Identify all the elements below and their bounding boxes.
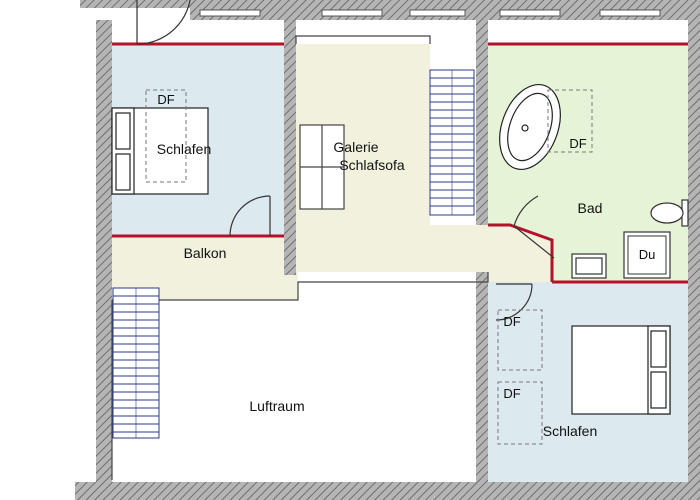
room-label-gallery-2: Schlafsofa [339,157,405,173]
door-bedroom-left-icon [229,195,271,237]
svg-text:DF: DF [503,314,520,329]
skylight-bedroom-left: DF [145,89,187,183]
skylight-bathroom: DF [547,89,593,153]
bathtub-icon [499,83,561,171]
wall-right [688,20,700,485]
entry-door-icon [136,0,191,45]
room-label-bathroom: Bad [578,200,603,216]
shower-icon: Du [623,231,671,279]
room-label-bedroom-right: Schlafen [543,423,597,439]
svg-text:DF: DF [569,136,586,151]
wall-top [80,0,700,8]
svg-text:DF: DF [503,386,520,401]
wall-bottom [75,482,700,500]
wall-divider-left [284,20,296,275]
wall-divider-right [476,20,488,225]
sink-icon [571,253,607,279]
room-label-bedroom-left: Schlafen [157,141,211,157]
stairs-left [112,287,160,439]
wall-left [96,20,112,485]
room-label-gallery-1: Galerie [333,139,378,155]
svg-text:Du: Du [639,247,656,262]
door-bathroom-icon [513,195,555,259]
windows-top [199,9,661,17]
svg-text:DF: DF [157,92,174,107]
room-label-void: Luftraum [249,398,304,414]
wall-divider-lower [476,272,488,482]
toilet-icon [650,199,689,227]
sofa-icon [299,124,345,210]
door-bedroom-right-icon [495,283,533,321]
bed-left-icon [111,107,209,195]
thin-outlines [111,35,489,480]
skylight-right-upper: DF [497,309,543,371]
bed-right-icon [571,325,671,415]
stairs-gallery [429,69,475,216]
room-label-balcony: Balkon [184,245,227,261]
skylight-right-lower: DF [497,381,543,445]
